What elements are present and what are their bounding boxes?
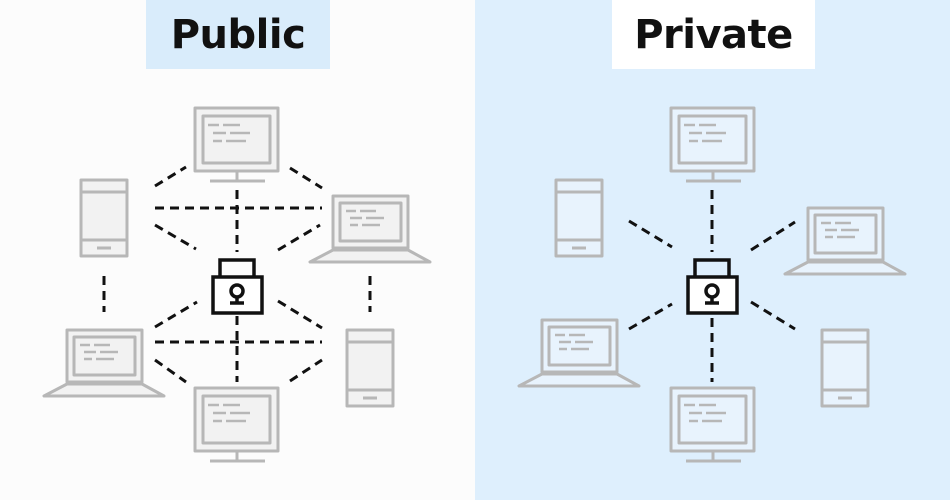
smartphone-icon [345,328,395,408]
private-title: Private [612,0,815,69]
private-network-panel: Private [475,0,950,500]
link [154,165,187,188]
desktop-monitor-icon [193,386,280,463]
laptop-icon [308,194,432,264]
laptop-icon [42,328,166,398]
laptop-icon [783,206,907,276]
link [277,299,323,330]
link [628,302,673,331]
laptop-icon [517,318,641,388]
public-links [102,165,372,384]
link [750,220,796,252]
public-network-diagram [42,106,432,463]
link [277,223,321,252]
link [750,300,796,331]
link [289,358,323,383]
public-network-panel: Public [42,0,432,463]
link [154,223,197,251]
desktop-monitor-icon [669,386,756,463]
smartphone-icon [554,178,604,258]
padlock-icon [686,258,739,315]
public-title: Public [146,0,330,69]
private-network-diagram [517,106,907,463]
smartphone-icon [79,178,129,258]
link [154,358,187,384]
smartphone-icon [820,328,870,408]
padlock-icon [211,258,264,315]
link [154,300,198,329]
private-links [628,190,796,382]
desktop-monitor-icon [193,106,280,183]
desktop-monitor-icon [669,106,756,183]
link [289,166,323,190]
link [628,219,673,249]
